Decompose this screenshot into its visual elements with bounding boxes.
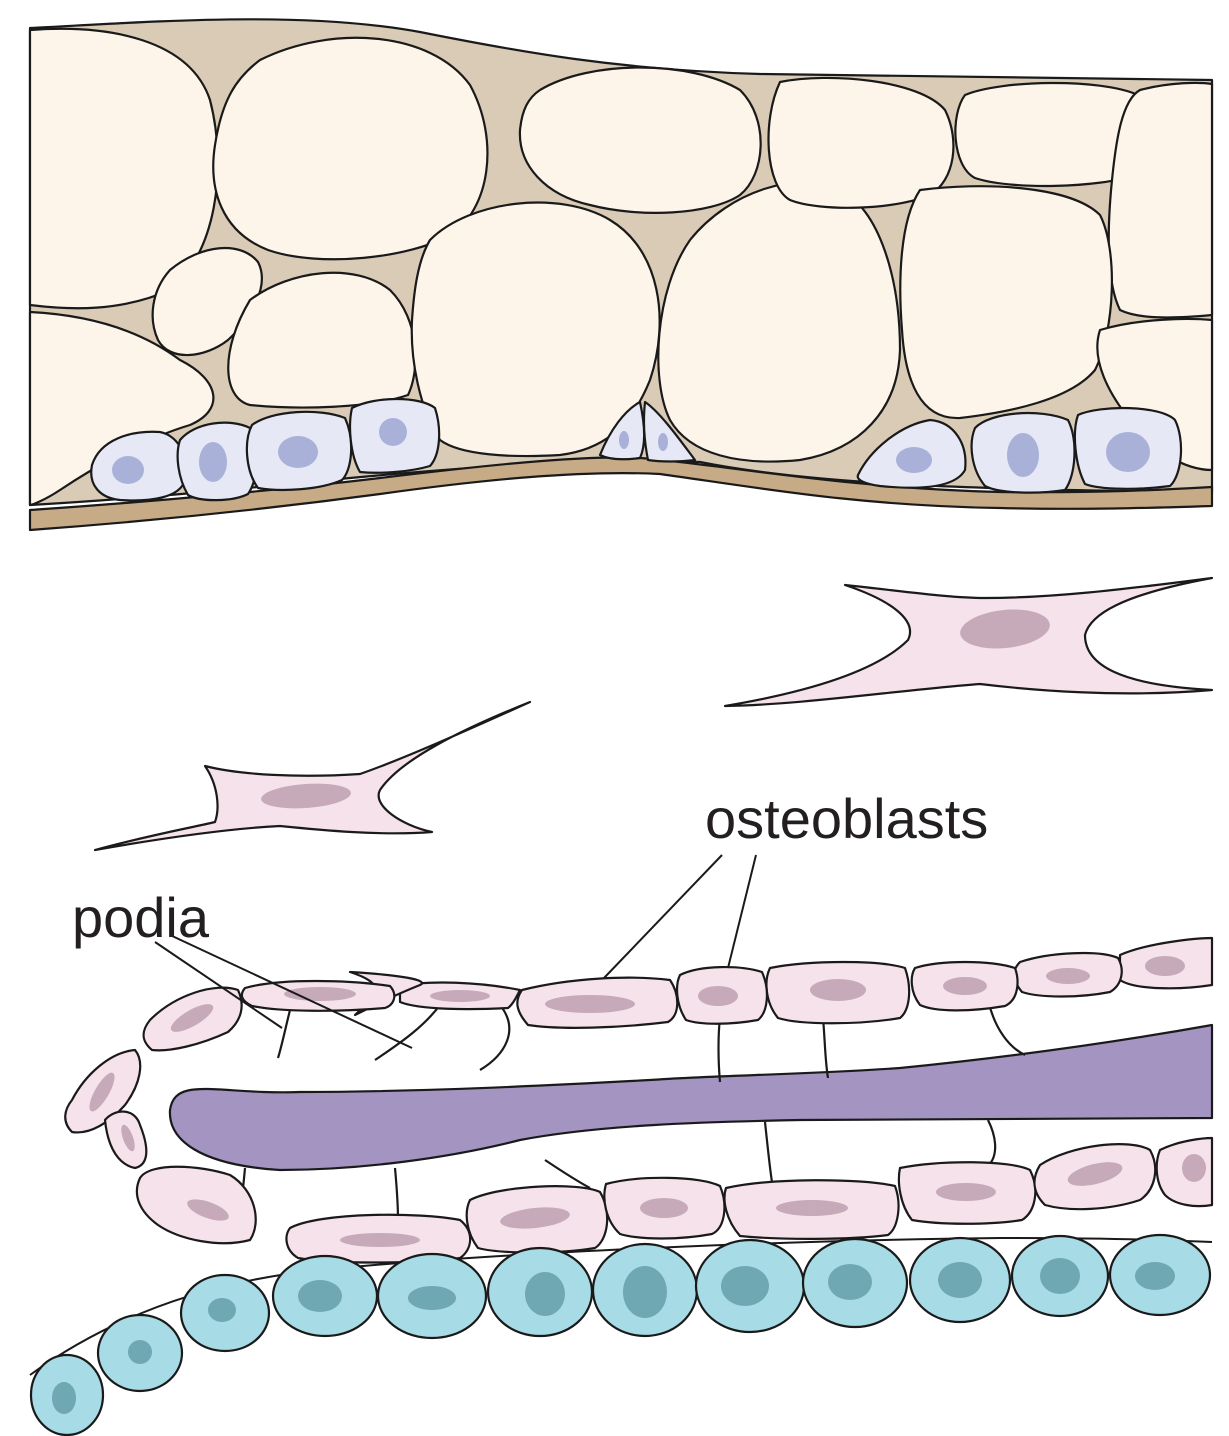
stellate-cell <box>95 702 530 850</box>
adipocyte <box>900 186 1112 418</box>
bone-trabecula <box>170 1025 1212 1170</box>
adipocyte <box>1109 83 1212 318</box>
stellate-cells <box>95 578 1212 850</box>
osteoblasts-label: osteoblasts <box>705 787 988 850</box>
adipocyte <box>520 68 761 213</box>
podia-label: podia <box>72 886 210 949</box>
cyan-cell-layer <box>30 1235 1212 1435</box>
purple-structure <box>170 1025 1212 1170</box>
top-panel <box>30 19 1212 530</box>
osteoblasts-leaders <box>604 855 756 978</box>
